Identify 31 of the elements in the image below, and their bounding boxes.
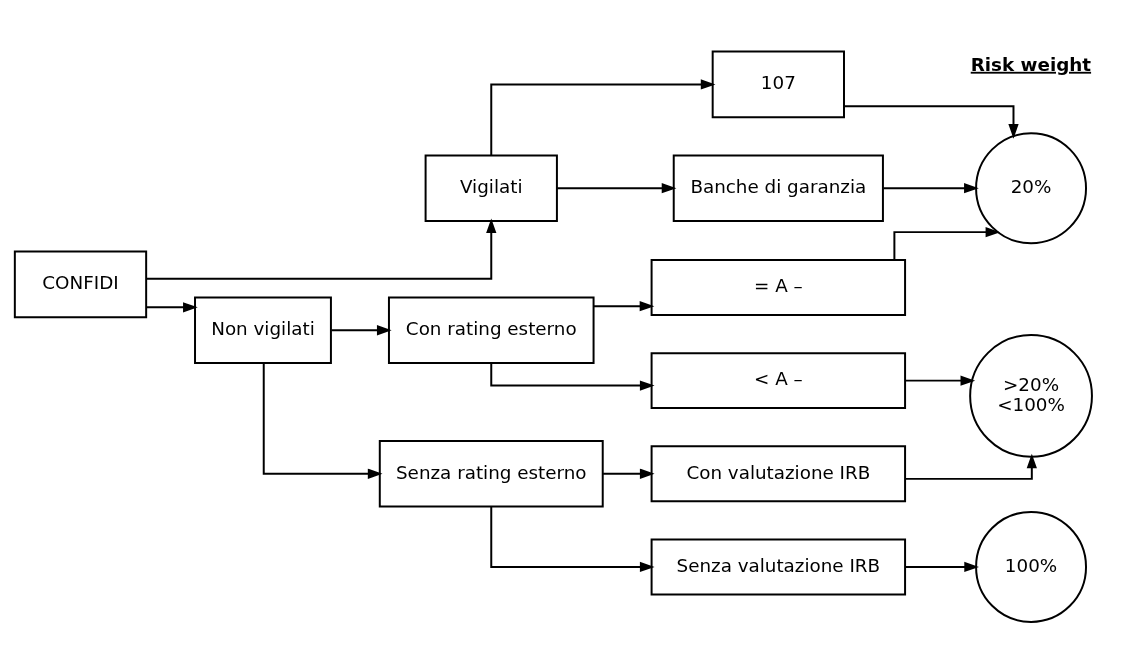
arrow [262,362,383,479]
node-box: Banche di garanzia [672,153,884,222]
node-circle: 20% [975,131,1087,244]
label: Risk weight [970,53,1092,75]
arrow [843,104,1019,139]
node-box: Non vigilati [194,295,332,364]
node-box: Senza rating esterno [378,439,604,508]
arrow [490,78,716,156]
node-box: = A – [650,258,907,316]
arrow [145,301,198,312]
arrow [145,217,497,280]
node-box: Con rating esterno [387,295,595,364]
arrow [556,182,677,193]
node-circle: 100% [975,510,1087,623]
node-box: 107 [711,50,845,118]
arrow [330,324,392,335]
node-circle: >20% <100% [969,333,1093,458]
arrow [893,226,1001,261]
arrow [882,182,979,193]
arrow [904,375,976,386]
arrow [904,561,979,572]
node-box: CONFIDI [13,250,148,318]
arrow [602,468,655,479]
node-box: Vigilati [424,153,558,222]
arrow [904,453,1037,480]
node-box: Senza valutazione IRB [650,537,907,595]
arrow [490,505,655,572]
node-box: < A – [650,351,907,409]
arrow [490,361,655,391]
node-box: Con valutazione IRB [650,444,907,502]
arrow [592,300,655,311]
